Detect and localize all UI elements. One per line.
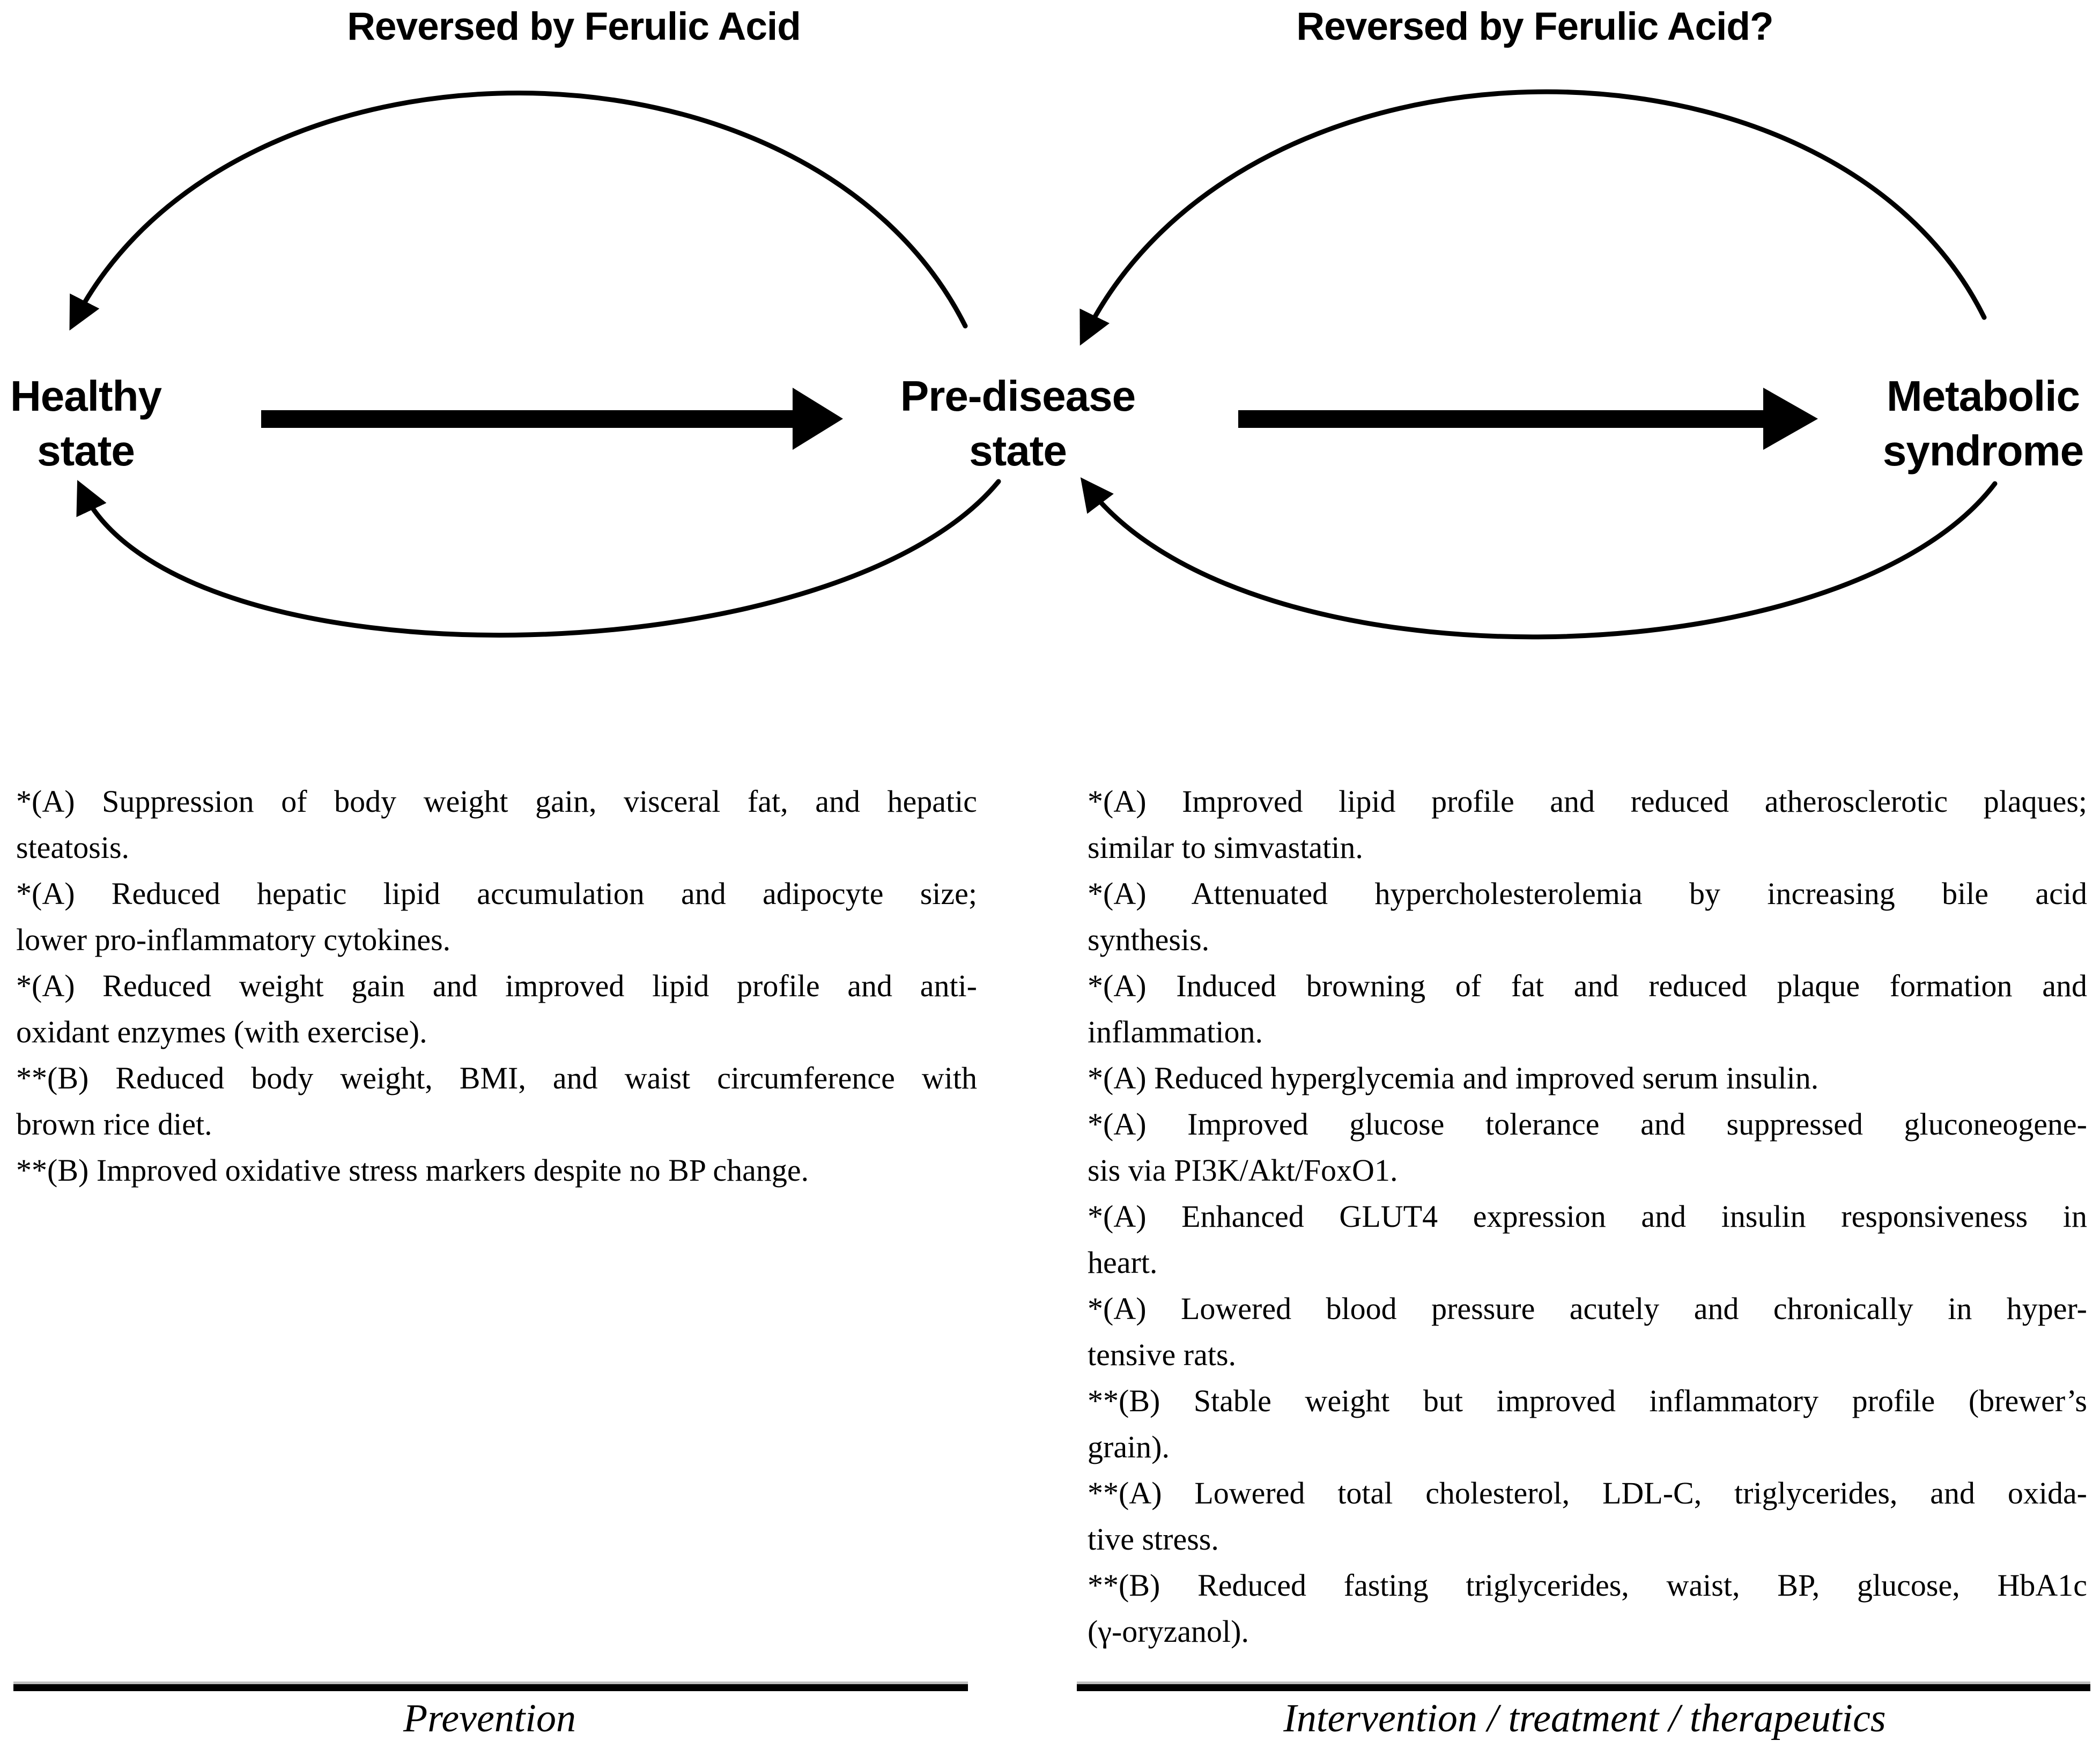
list-item-line: *(A) Reduced hyperglycemia and improved … (1088, 1061, 1819, 1095)
list-item-line: tive stress. (1088, 1522, 1219, 1557)
left-loop-title: Reversed by Ferulic Acid (347, 5, 801, 48)
reversal-arc-top-right-icon (1079, 89, 1987, 346)
list-item-line: *(A) Attenuated hypercholesterolemia by … (1088, 876, 2087, 911)
progression-arrow-predisease-to-metabolic-icon (1238, 388, 1818, 450)
state-metabolic: Metabolic syndrome (1866, 369, 2100, 478)
list-item-line: *(A) Reduced weight gain and improved li… (16, 968, 977, 1003)
prevention-findings-list: *(A) Suppression of body weight gain, vi… (16, 779, 977, 1194)
list-item: *(A) Reduced weight gain and improved li… (16, 963, 977, 1055)
list-item: *(A) Reduced hyperglycemia and improved … (1088, 1055, 2087, 1101)
list-item-line: *(A) Enhanced GLUT4 expression and insul… (1088, 1199, 2087, 1234)
list-item-line: *(A) Reduced hepatic lipid accumulation … (16, 876, 977, 911)
list-item-line: **(A) Lowered total cholesterol, LDL-C, … (1088, 1476, 2087, 1510)
list-item: *(A) Suppression of body weight gain, vi… (16, 779, 977, 871)
state-healthy-line2: state (37, 427, 135, 475)
state-metabolic-line2: syndrome (1882, 427, 2084, 475)
list-item: **(B) Improved oxidative stress markers … (16, 1147, 977, 1194)
list-item: *(A) Lowered blood pressure acutely and … (1088, 1286, 2087, 1378)
state-metabolic-line1: Metabolic (1887, 372, 2080, 420)
list-item: *(A) Improved glucose tolerance and supp… (1088, 1101, 2087, 1194)
list-item-line: (γ-oryzanol). (1088, 1614, 1249, 1649)
list-item-line: *(A) Induced browning of fat and reduced… (1088, 968, 2087, 1003)
prevention-divider (13, 1681, 968, 1691)
reversal-arc-bottom-right-icon (1080, 477, 1998, 640)
list-item: **(B) Reduced fasting triglycerides, wai… (1088, 1562, 2087, 1655)
right-loop-title: Reversed by Ferulic Acid? (1296, 5, 1773, 48)
list-item-line: *(A) Improved lipid profile and reduced … (1088, 784, 2087, 819)
list-item-line: sis via PI3K/Akt/FoxO1. (1088, 1153, 1398, 1188)
state-healthy-line1: Healthy (10, 372, 162, 420)
list-item: **(A) Lowered total cholesterol, LDL-C, … (1088, 1470, 2087, 1562)
intervention-findings-list: *(A) Improved lipid profile and reduced … (1088, 779, 2087, 1655)
state-predisease-line1: Pre-disease (900, 372, 1136, 420)
list-item-line: synthesis. (1088, 922, 1210, 957)
list-item-line: steatosis. (16, 830, 130, 865)
list-item-line: tensive rats. (1088, 1337, 1237, 1372)
list-item: *(A) Reduced hepatic lipid accumulation … (16, 871, 977, 963)
list-item-line: **(B) Reduced body weight, BMI, and wais… (16, 1061, 977, 1095)
progression-arrow-healthy-to-predisease-icon (261, 388, 843, 450)
prevention-label: Prevention (403, 1697, 576, 1740)
list-item-line: oxidant enzymes (with exercise). (16, 1014, 427, 1049)
list-item-line: inflammation. (1088, 1014, 1263, 1049)
list-item: *(A) Induced browning of fat and reduced… (1088, 963, 2087, 1055)
list-item-line: **(B) Improved oxidative stress markers … (16, 1153, 809, 1188)
list-item-line: *(A) Lowered blood pressure acutely and … (1088, 1291, 2087, 1326)
list-item: **(B) Stable weight but improved inflamm… (1088, 1378, 2087, 1470)
state-healthy: Healthy state (0, 369, 172, 478)
list-item-line: **(B) Reduced fasting triglycerides, wai… (1088, 1568, 2087, 1603)
intervention-divider (1077, 1681, 2090, 1691)
state-predisease-line2: state (969, 427, 1067, 475)
list-item-line: grain). (1088, 1429, 1170, 1464)
list-item: *(A) Improved lipid profile and reduced … (1088, 779, 2087, 871)
list-item-line: *(A) Suppression of body weight gain, vi… (16, 784, 977, 819)
reversal-arc-top-left-icon (69, 91, 968, 331)
list-item: **(B) Reduced body weight, BMI, and wais… (16, 1055, 977, 1147)
state-predisease: Pre-disease state (884, 369, 1152, 478)
list-item: *(A) Enhanced GLUT4 expression and insul… (1088, 1194, 2087, 1286)
list-item-line: *(A) Improved glucose tolerance and supp… (1088, 1107, 2087, 1142)
list-item-line: similar to simvastatin. (1088, 830, 1363, 865)
intervention-label: Intervention / treatment / therapeutics (1283, 1697, 1886, 1740)
list-item-line: **(B) Stable weight but improved inflamm… (1088, 1383, 2087, 1418)
list-item-line: heart. (1088, 1245, 1158, 1280)
list-item-line: lower pro-inflammatory cytokines. (16, 922, 451, 957)
reversal-arc-bottom-left-icon (76, 479, 1001, 638)
list-item-line: brown rice diet. (16, 1107, 212, 1142)
list-item: *(A) Attenuated hypercholesterolemia by … (1088, 871, 2087, 963)
